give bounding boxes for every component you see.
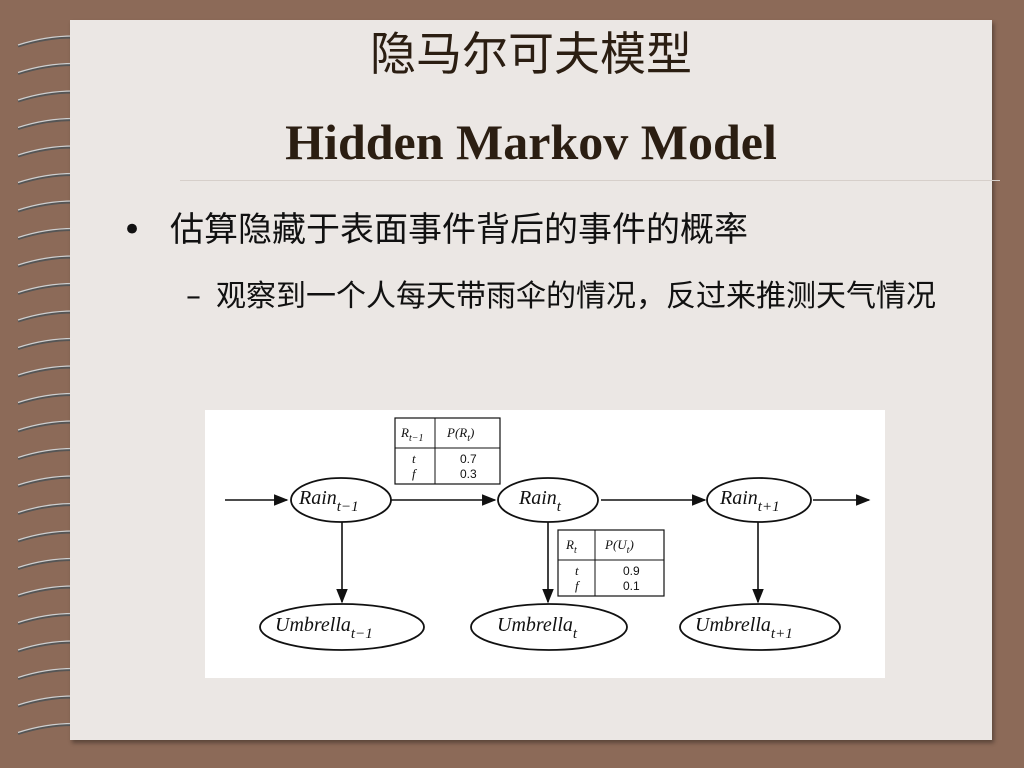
umbrella-node-prev: Umbrellat−1 [259, 603, 425, 651]
bullet-item: • 估算隐藏于表面事件背后的事件的概率 [122, 206, 748, 254]
slide-title-chinese: 隐马尔可夫模型 [370, 27, 692, 81]
table-cell: t [412, 451, 416, 466]
umbrella-node-current: Umbrellat [470, 603, 628, 651]
umbrella-subscript: t−1 [351, 626, 373, 642]
hmm-diagram-svg: Raint−1 Raint Raint+1 Umbrellat−1 Umbrel… [225, 417, 871, 651]
umbrella-label: Umbrella [497, 614, 573, 636]
svg-text:Umbrellat: Umbrellat [497, 614, 578, 642]
table-header-p-close: ) [469, 425, 474, 440]
table-header-r-sub: t−1 [409, 433, 424, 444]
svg-text:Raint−1: Raint−1 [298, 487, 359, 515]
bullet-text: 估算隐藏于表面事件背后的事件的概率 [170, 210, 748, 250]
svg-text:Raint+1: Raint+1 [719, 487, 780, 515]
svg-text:Raint: Raint [518, 487, 562, 515]
sub-bullet-item: – 观察到一个人每天带雨伞的情况，反过来推测天气情况 [186, 276, 946, 318]
svg-text:Rt: Rt [565, 537, 577, 556]
table-header-r: R [400, 425, 409, 440]
svg-text:P(Rt): P(Rt) [446, 425, 474, 444]
rain-label: Rain [719, 487, 758, 509]
table-header-p: P(U [604, 537, 628, 552]
umbrella-label: Umbrella [275, 614, 351, 636]
rain-node-current: Raint [497, 477, 599, 523]
table-cell: f [575, 578, 581, 593]
table-cell: f [412, 466, 418, 481]
umbrella-subscript: t [573, 626, 578, 642]
table-cell: 0.9 [623, 564, 640, 578]
table-cell: 0.1 [623, 579, 640, 593]
table-header-p: P(R [446, 425, 467, 440]
svg-text:Rt−1: Rt−1 [400, 425, 423, 444]
svg-text:Umbrellat−1: Umbrellat−1 [275, 614, 373, 642]
hmm-diagram: Raint−1 Raint Raint+1 Umbrellat−1 Umbrel… [205, 410, 885, 678]
rain-subscript: t [557, 499, 562, 515]
title-divider [180, 180, 1000, 181]
rain-subscript: t+1 [758, 499, 780, 515]
umbrella-label: Umbrella [695, 614, 771, 636]
bullet-marker: • [122, 210, 143, 250]
umbrella-subscript: t+1 [771, 626, 793, 642]
sub-bullet-marker: – [186, 279, 201, 314]
table-header-p-sub: t [467, 433, 470, 444]
table-header-p-close: ) [628, 537, 633, 552]
transition-table: Rt−1 P(Rt) t 0.7 f 0.3 [394, 417, 501, 485]
svg-text:Umbrellat+1: Umbrellat+1 [695, 614, 793, 642]
sensor-table: Rt P(Ut) t 0.9 f 0.1 [557, 529, 665, 597]
table-header-p-sub: t [627, 545, 630, 556]
svg-text:P(Ut): P(Ut) [604, 537, 634, 556]
umbrella-node-next: Umbrellat+1 [679, 603, 841, 651]
rain-node-prev: Raint−1 [290, 477, 392, 523]
rain-label: Rain [298, 487, 337, 509]
rain-label: Rain [518, 487, 557, 509]
table-header-r: R [565, 537, 574, 552]
rain-node-next: Raint+1 [706, 477, 812, 523]
table-cell: t [575, 563, 579, 578]
slide-title-english: Hidden Markov Model [285, 114, 777, 170]
rain-subscript: t−1 [337, 499, 359, 515]
table-cell: 0.3 [460, 467, 477, 481]
table-header-r-sub: t [574, 545, 577, 556]
table-cell: 0.7 [460, 452, 477, 466]
sub-bullet-text: 观察到一个人每天带雨伞的情况，反过来推测天气情况 [216, 279, 936, 314]
